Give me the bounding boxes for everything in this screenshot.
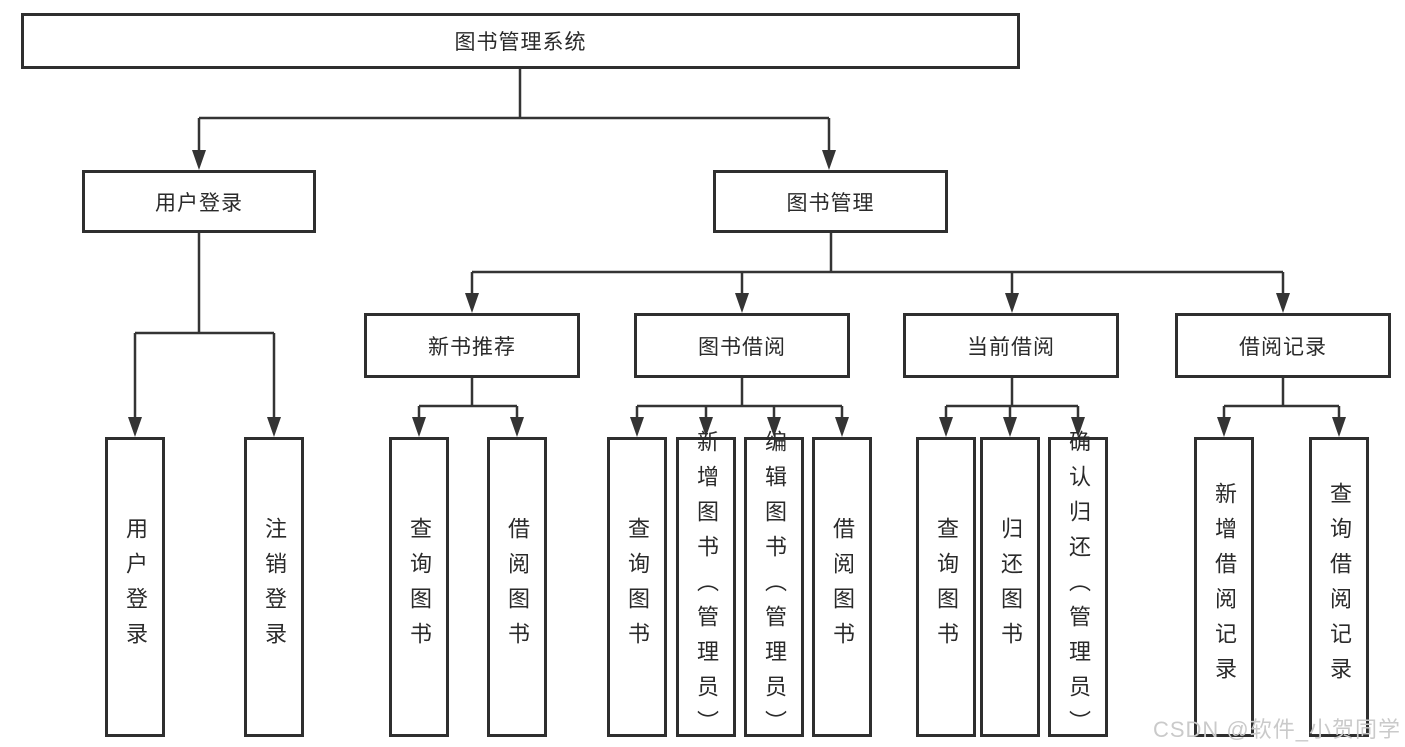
connector-paths bbox=[133, 68, 1341, 419]
leaf-cb-query-books-label: 查询图书 bbox=[934, 517, 959, 657]
leaf-cb-confirm-return-admin-label: 确认归还（管理员） bbox=[1066, 429, 1091, 745]
node-root: 图书管理系统 bbox=[21, 13, 1020, 69]
leaf-nbr-borrow-books: 借阅图书 bbox=[487, 437, 547, 737]
leaf-bb-borrow-books-label: 借阅图书 bbox=[830, 517, 855, 657]
leaf-br-add-record-label: 新增借阅记录 bbox=[1212, 482, 1237, 692]
leaf-logout-login-label: 注销登录 bbox=[262, 517, 287, 657]
leaf-nbr-borrow-books-label: 借阅图书 bbox=[505, 517, 530, 657]
leaf-cb-return-books: 归还图书 bbox=[980, 437, 1040, 737]
node-book-borrowing: 图书借阅 bbox=[634, 313, 850, 378]
leaf-bb-query-books: 查询图书 bbox=[607, 437, 667, 737]
leaf-logout-login: 注销登录 bbox=[244, 437, 304, 737]
watermark-text: CSDN @软件_小贺同学 bbox=[1152, 717, 1401, 742]
leaf-br-query-record: 查询借阅记录 bbox=[1309, 437, 1369, 737]
leaf-br-add-record: 新增借阅记录 bbox=[1194, 437, 1254, 737]
leaf-bb-edit-book-admin-label: 编辑图书（管理员） bbox=[762, 429, 787, 745]
leaf-bb-add-book-admin: 新增图书（管理员） bbox=[676, 430, 736, 745]
leaf-bb-borrow-books: 借阅图书 bbox=[812, 437, 872, 737]
leaf-br-query-record-label: 查询借阅记录 bbox=[1327, 482, 1352, 692]
leaf-cb-query-books: 查询图书 bbox=[916, 437, 976, 737]
node-book-management: 图书管理 bbox=[713, 170, 948, 233]
leaf-user-login: 用户登录 bbox=[105, 437, 165, 737]
leaf-nbr-query-books: 查询图书 bbox=[389, 437, 449, 737]
leaf-nbr-query-books-label: 查询图书 bbox=[407, 517, 432, 657]
leaf-user-login-label: 用户登录 bbox=[123, 517, 148, 657]
arrowheads bbox=[128, 150, 1346, 437]
node-current-borrowing: 当前借阅 bbox=[903, 313, 1119, 378]
leaf-cb-confirm-return-admin: 确认归还（管理员） bbox=[1048, 430, 1108, 745]
leaf-bb-edit-book-admin: 编辑图书（管理员） bbox=[744, 430, 804, 745]
node-user-login: 用户登录 bbox=[82, 170, 316, 233]
node-new-book-recommend: 新书推荐 bbox=[364, 313, 580, 378]
leaf-bb-add-book-admin-label: 新增图书（管理员） bbox=[694, 429, 719, 745]
leaf-cb-return-books-label: 归还图书 bbox=[998, 517, 1023, 657]
node-borrow-records: 借阅记录 bbox=[1175, 313, 1391, 378]
leaf-bb-query-books-label: 查询图书 bbox=[625, 517, 650, 657]
